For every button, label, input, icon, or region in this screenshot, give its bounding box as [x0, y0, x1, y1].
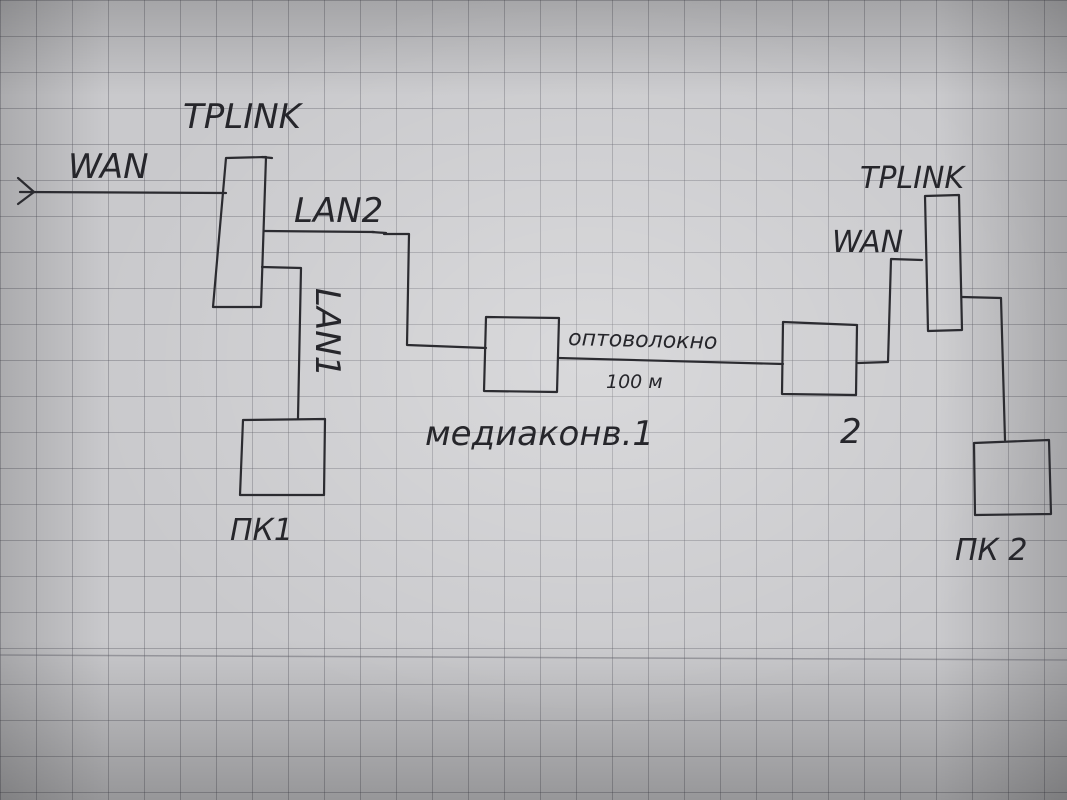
lan2-mark [370, 230, 388, 235]
paper-fold-line [0, 654, 1067, 661]
wan-left-link [18, 190, 228, 195]
wan-left-label: WAN [68, 147, 149, 187]
fiber-link [556, 356, 785, 366]
wan-right-link [856, 257, 924, 365]
pc2-box [972, 438, 1053, 517]
router-right-box [923, 193, 964, 333]
media-converter-1-label: медиаконв.1 [425, 414, 654, 454]
wan-right-label: WAN [832, 225, 903, 260]
pc1-box [238, 417, 327, 497]
lan2-link [262, 229, 488, 350]
router-left-box [211, 155, 268, 309]
media-converter-1-box [482, 315, 561, 394]
router-right-label: TPLINK [860, 161, 966, 196]
pc2-label: ПК 2 [955, 533, 1027, 568]
media-converter-2-box [780, 320, 859, 397]
router-left-top-stub [260, 155, 274, 160]
lan2-label: LAN2 [294, 191, 383, 231]
fiber-length-label: 100 м [606, 371, 663, 393]
lan1-label: LAN1 [307, 288, 347, 377]
pc1-label: ПК1 [230, 513, 293, 548]
fiber-label: оптоволокно [568, 326, 718, 355]
lan-right-link [960, 295, 1007, 442]
arrow-icon [16, 176, 36, 206]
lan1-link [260, 265, 303, 420]
router-left-label: TPLINK [183, 97, 304, 137]
media-converter-2-label: 2 [840, 412, 862, 452]
